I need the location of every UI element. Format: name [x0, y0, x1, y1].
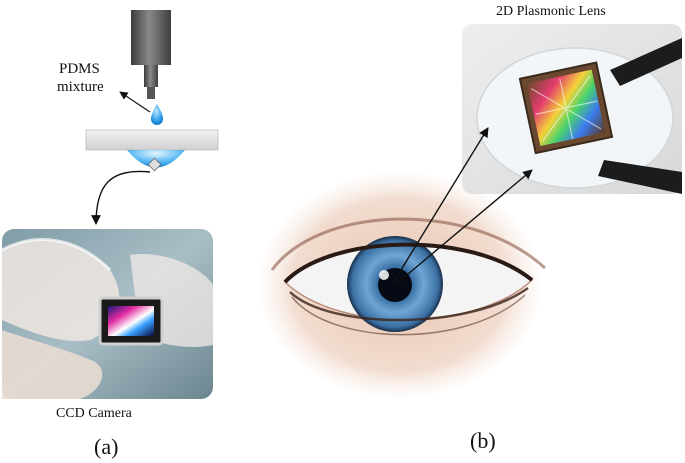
- ccd-camera-photo: [2, 229, 213, 399]
- ccd-camera-label: CCD Camera: [56, 406, 133, 421]
- pdms-label: PDMS: [59, 61, 100, 77]
- eye-photo: [260, 173, 545, 397]
- pdms-droplet: [151, 104, 163, 125]
- mixture-label: mixture: [57, 79, 104, 95]
- dispenser-nozzle: [131, 10, 171, 99]
- curved-arrow-to-ccd: [96, 171, 150, 224]
- glass-plate: [86, 130, 218, 150]
- panel-a-label: (a): [94, 434, 118, 459]
- plasmonic-lens-photo: [462, 24, 682, 194]
- panel-b-label: (b): [470, 428, 496, 453]
- plasmonic-lens-label: 2D Plasmonic Lens: [496, 4, 606, 19]
- pdms-dome-lens: [127, 150, 185, 171]
- pdms-pointer-arrow: [120, 92, 150, 112]
